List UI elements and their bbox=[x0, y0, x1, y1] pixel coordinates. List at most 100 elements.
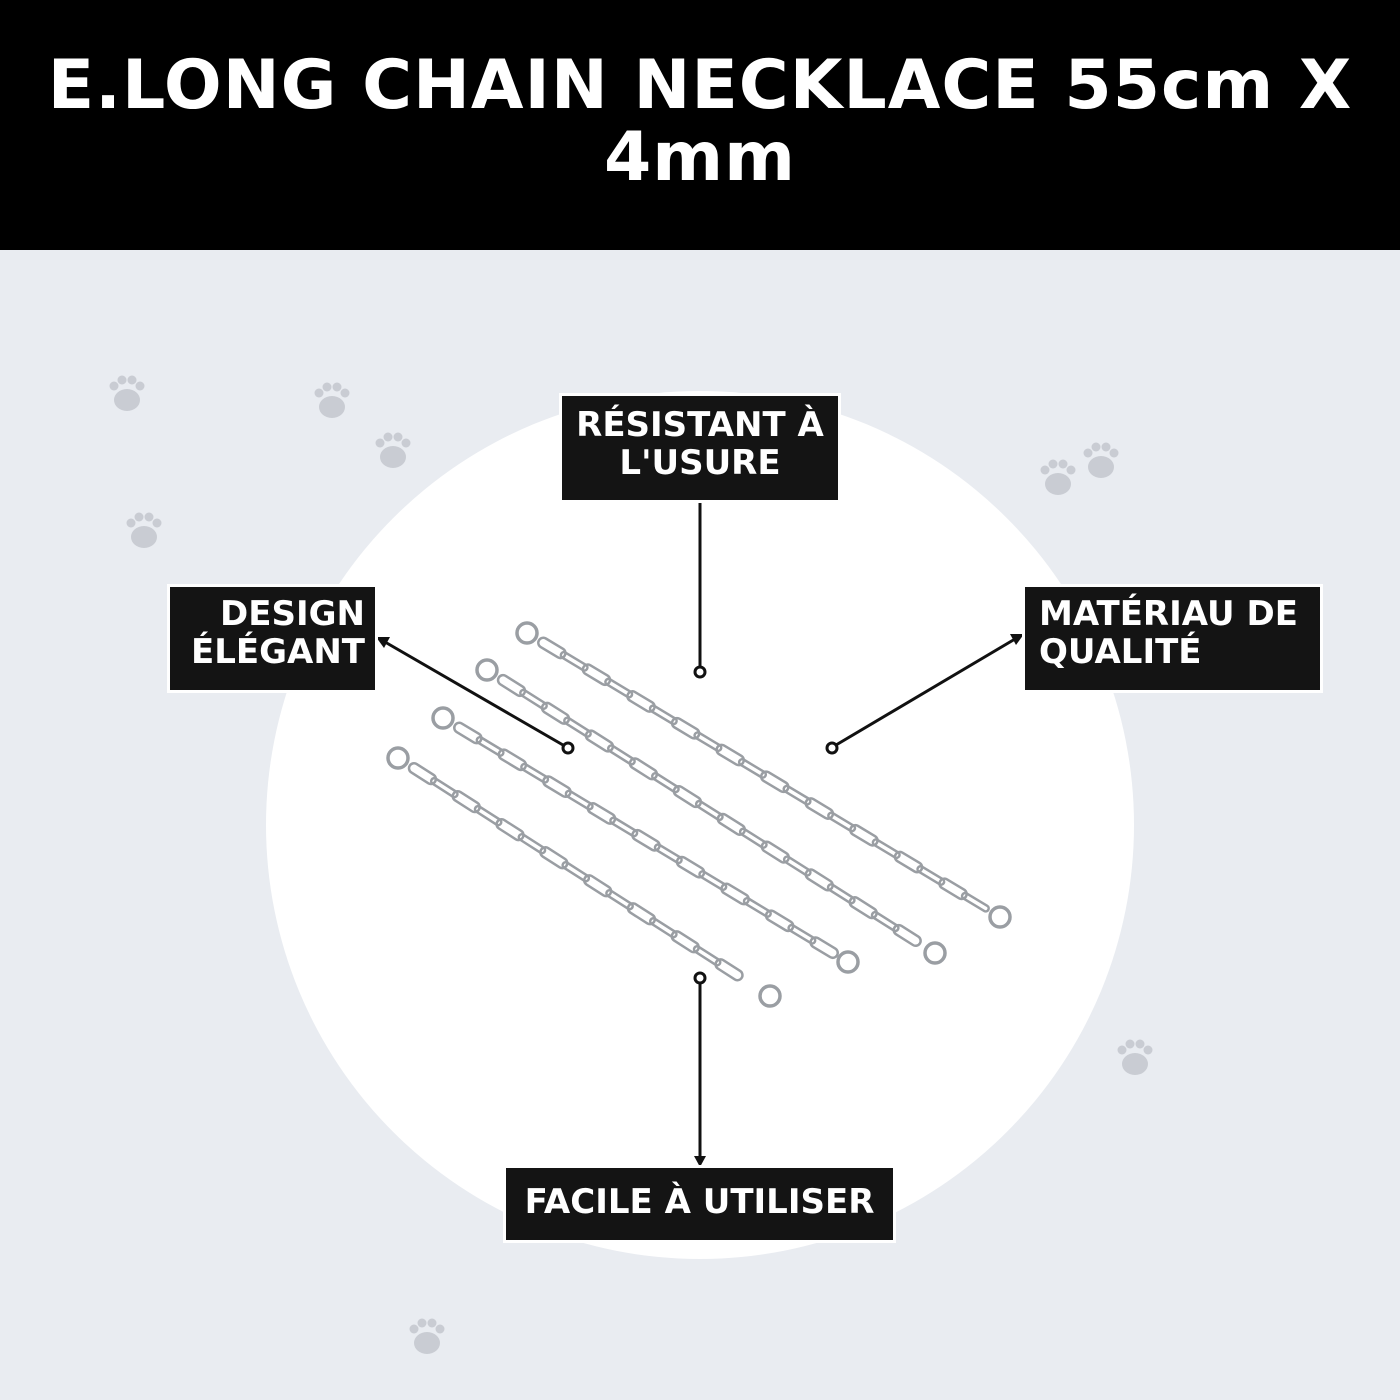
chain-ring bbox=[923, 941, 947, 965]
chain-link bbox=[782, 784, 812, 806]
chain-link bbox=[609, 816, 639, 838]
chain-ring bbox=[386, 746, 410, 770]
arrowheads bbox=[376, 634, 1024, 1167]
chain-necklaces bbox=[386, 621, 1012, 1008]
chain-link bbox=[714, 958, 744, 982]
page-title: E.LONG CHAIN NECKLACE 55cm X 4mm bbox=[0, 50, 1400, 194]
chain-link bbox=[496, 673, 527, 698]
chain-link bbox=[672, 784, 703, 809]
chain-link bbox=[475, 735, 505, 757]
chain-link bbox=[892, 923, 922, 948]
callout-line-design bbox=[384, 640, 564, 747]
chain-necklace bbox=[515, 621, 1012, 929]
chain-link bbox=[519, 688, 548, 711]
chain-link bbox=[759, 770, 790, 794]
chain-ring bbox=[836, 950, 860, 974]
paw-print-icon bbox=[122, 508, 166, 552]
chain-link bbox=[473, 804, 503, 827]
chain-link bbox=[451, 790, 481, 814]
paw-print-icon bbox=[371, 428, 415, 472]
label-line: QUALITÉ bbox=[1039, 632, 1202, 672]
chain-link bbox=[760, 840, 791, 864]
chain-link bbox=[804, 868, 834, 892]
chain-link bbox=[782, 855, 812, 877]
chain-link bbox=[848, 896, 878, 920]
chain-link bbox=[582, 874, 613, 898]
chain-link bbox=[720, 882, 750, 906]
title-banner: E.LONG CHAIN NECKLACE 55cm X 4mm bbox=[0, 0, 1400, 250]
chain-necklace bbox=[386, 746, 782, 1008]
chain-link bbox=[564, 789, 594, 811]
chain-necklace bbox=[475, 658, 947, 965]
callout-line-materiau bbox=[835, 637, 1016, 747]
chain-link bbox=[827, 811, 857, 833]
chain-link bbox=[581, 663, 612, 687]
callout-dot-resistant bbox=[693, 665, 707, 679]
chain-link bbox=[716, 812, 747, 836]
chain-link bbox=[631, 828, 661, 852]
chain-link bbox=[650, 772, 680, 794]
feature-label-resistant: RÉSISTANT À L'USURE bbox=[562, 396, 838, 500]
chain-link bbox=[849, 823, 879, 847]
chain-link bbox=[698, 870, 728, 891]
callout-lines bbox=[384, 502, 1016, 1158]
label-line: RÉSISTANT À bbox=[576, 405, 824, 445]
chain-link bbox=[584, 729, 615, 753]
chain-link bbox=[539, 846, 569, 870]
chain-link bbox=[561, 860, 591, 883]
chain-link bbox=[607, 744, 636, 766]
paw-print-icon bbox=[310, 378, 354, 422]
chain-link bbox=[764, 909, 795, 933]
chain-ring bbox=[758, 984, 782, 1008]
paw-print-icon bbox=[405, 1314, 449, 1358]
chain-link bbox=[809, 936, 839, 960]
chain-link bbox=[670, 716, 701, 740]
chain-link bbox=[648, 704, 678, 726]
chain-link bbox=[670, 930, 700, 954]
arrowhead-materiau bbox=[1010, 634, 1024, 645]
chain-link bbox=[871, 838, 901, 860]
chain-link bbox=[870, 910, 900, 933]
chain-link bbox=[787, 923, 817, 945]
paw-print-icon bbox=[1036, 455, 1080, 499]
chain-link bbox=[694, 799, 724, 822]
chain-link bbox=[738, 827, 768, 849]
chain-link bbox=[429, 776, 459, 799]
chain-link bbox=[916, 865, 946, 886]
chain-link bbox=[715, 743, 746, 767]
arrowhead-design bbox=[376, 637, 390, 648]
chain-necklace bbox=[431, 706, 860, 974]
callout-dot-design bbox=[561, 741, 575, 755]
label-line: DESIGN bbox=[220, 594, 365, 634]
paw-print-icon bbox=[105, 371, 149, 415]
chain-ring bbox=[431, 706, 455, 730]
chain-link bbox=[626, 902, 657, 926]
chain-link bbox=[960, 891, 990, 913]
chain-link bbox=[497, 748, 528, 772]
chain-link bbox=[517, 832, 547, 855]
title-line-2: 4mm bbox=[603, 118, 797, 197]
chain-link bbox=[628, 757, 659, 781]
chain-link bbox=[559, 650, 589, 672]
paw-print-icon bbox=[1079, 438, 1123, 482]
title-line-1: E.LONG CHAIN NECKLACE 55cm X bbox=[47, 46, 1353, 125]
chain-link bbox=[626, 690, 656, 713]
chain-link bbox=[537, 636, 567, 660]
chain-link bbox=[938, 877, 968, 901]
chain-link bbox=[648, 917, 678, 939]
chain-link bbox=[407, 761, 438, 786]
callout-dot-facile bbox=[693, 971, 707, 985]
chain-link bbox=[692, 945, 722, 967]
chain-link bbox=[605, 889, 634, 911]
chain-link bbox=[826, 883, 856, 905]
feature-label-facile: FACILE À UTILISER bbox=[506, 1168, 893, 1240]
label-line: ÉLÉGANT bbox=[191, 632, 365, 672]
chain-link bbox=[653, 843, 683, 865]
chain-link bbox=[737, 757, 768, 779]
label-line: FACILE À UTILISER bbox=[524, 1182, 875, 1222]
chain-ring bbox=[475, 658, 499, 682]
chain-link bbox=[520, 762, 550, 784]
feature-label-design: DESIGN ÉLÉGANT bbox=[170, 587, 375, 690]
label-line: MATÉRIAU DE bbox=[1039, 594, 1298, 634]
paw-print-icon bbox=[1113, 1035, 1157, 1079]
